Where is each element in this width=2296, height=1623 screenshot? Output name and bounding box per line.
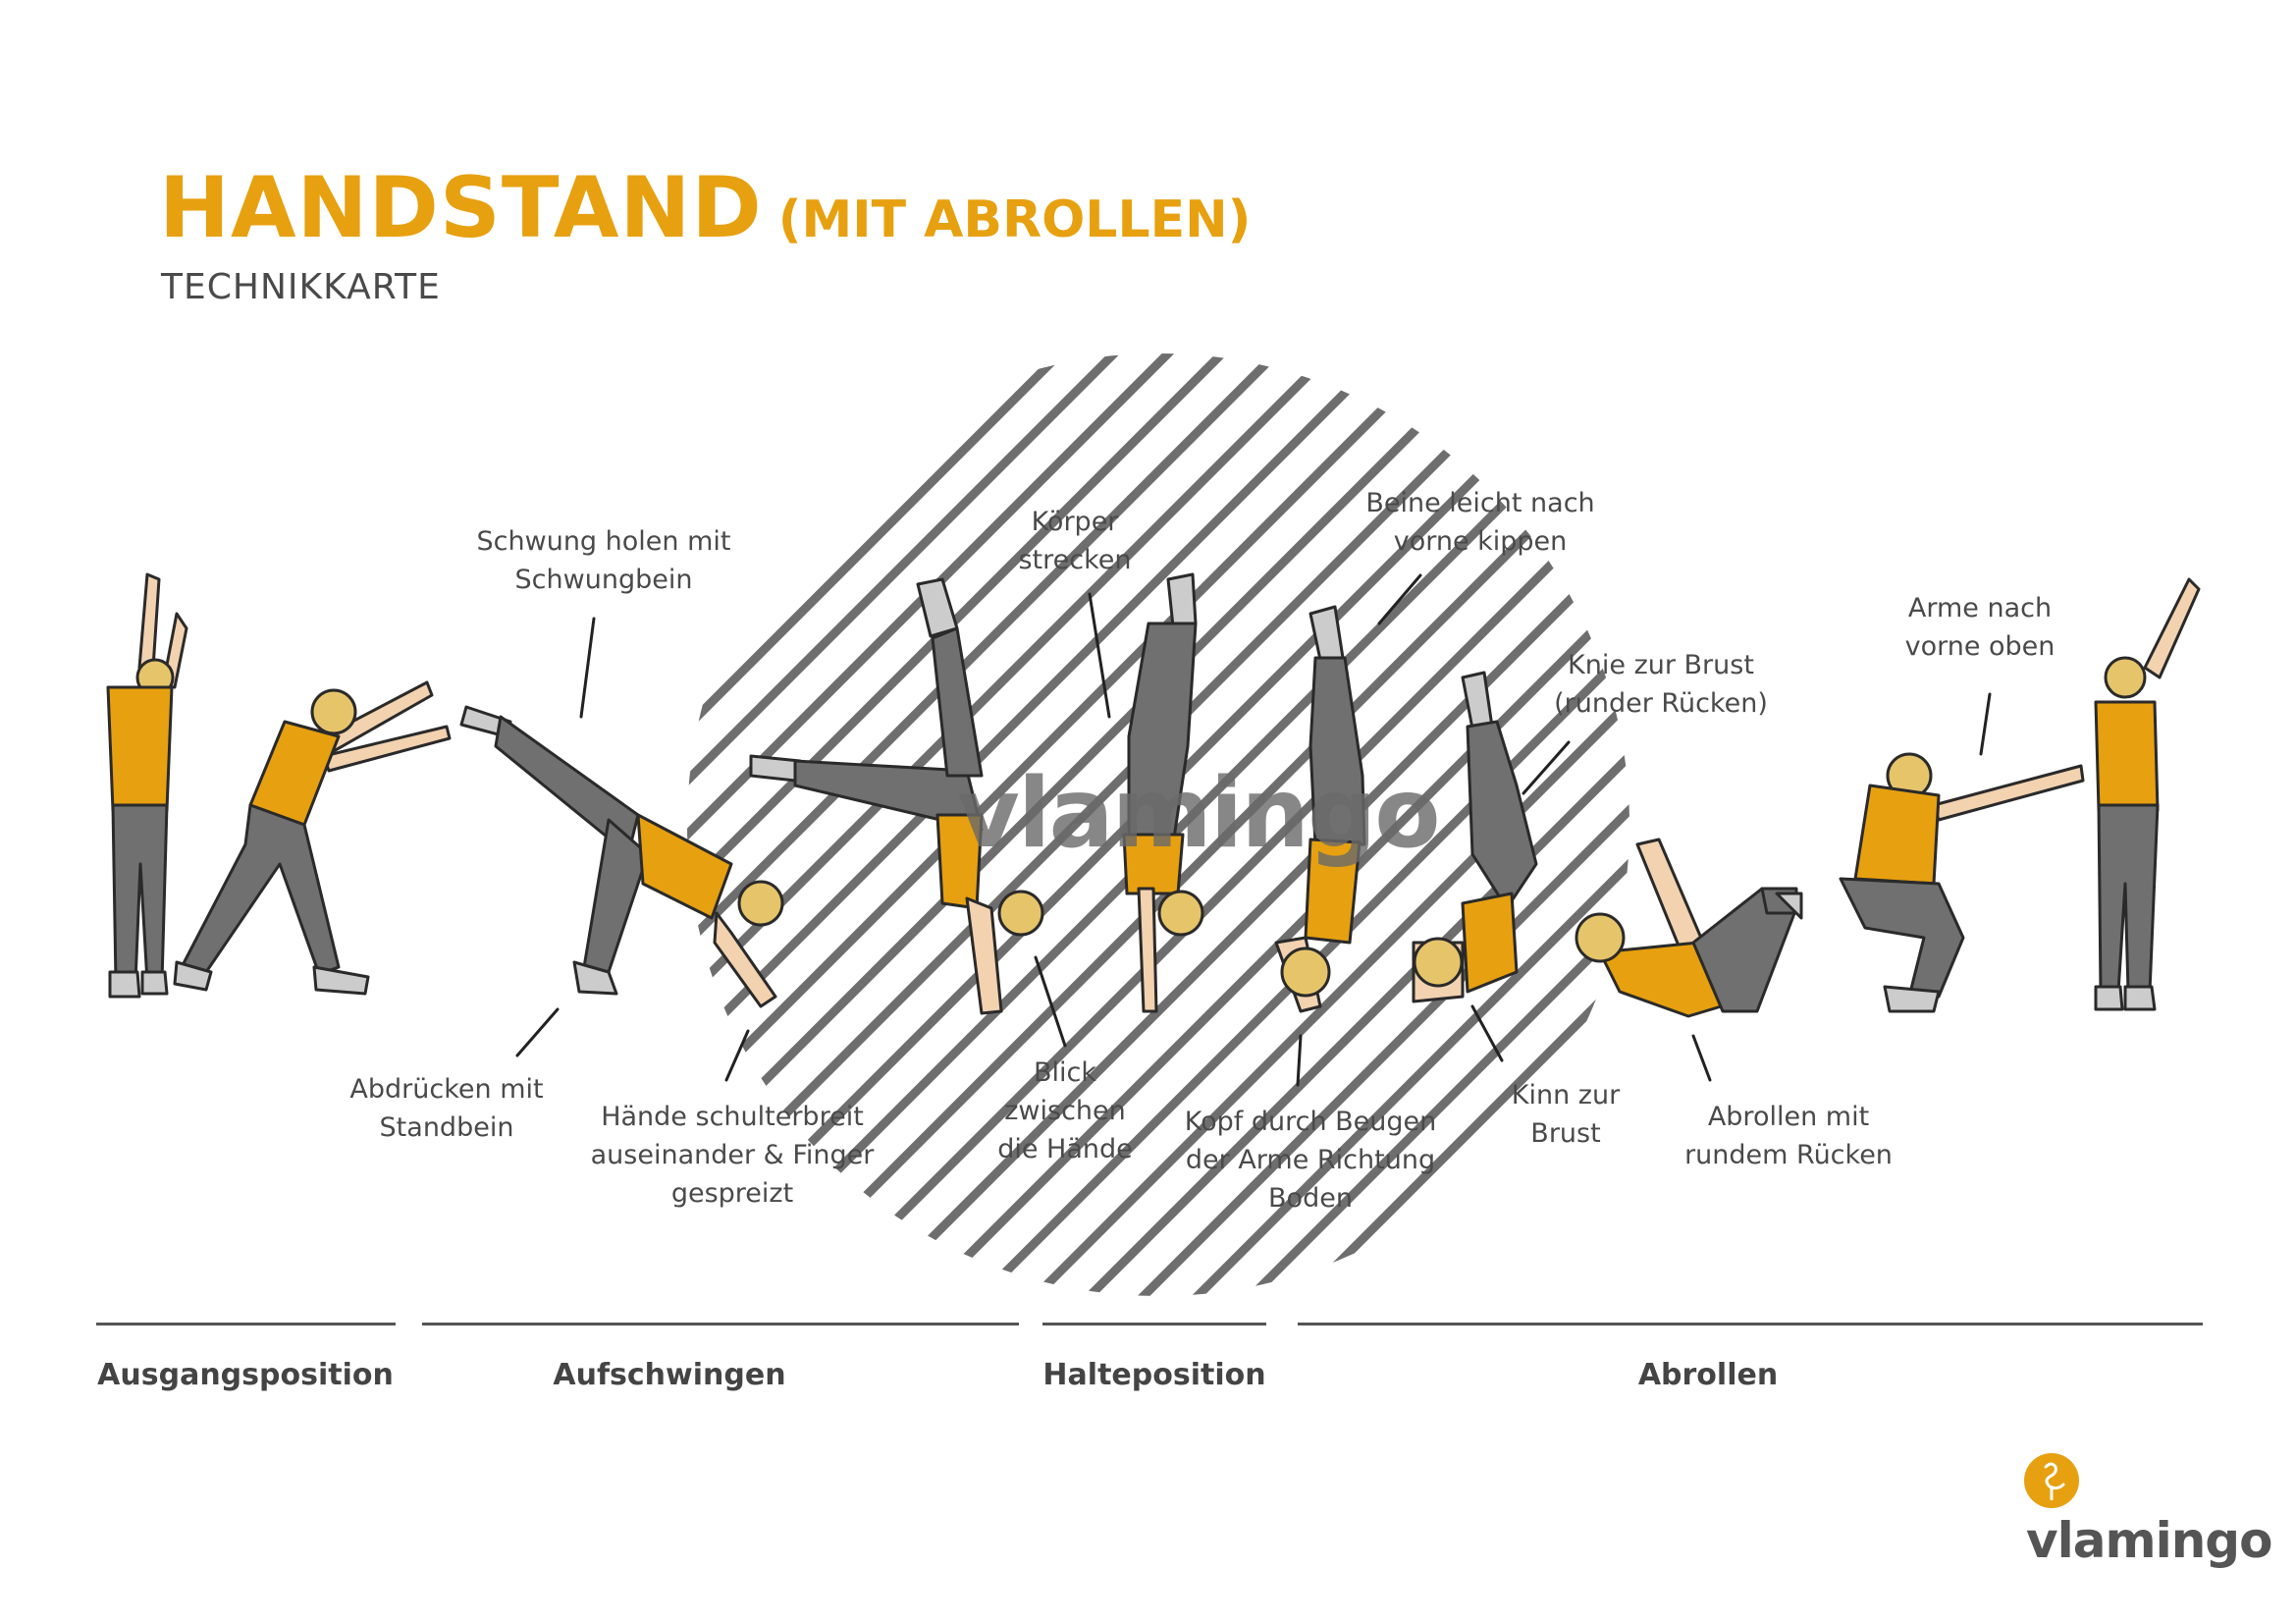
figure-4-kick-up: [749, 577, 1044, 1015]
label-blick: Blick zwischen die Hände: [997, 1057, 1133, 1164]
label-knie: Knie zur Brust (runder Rücken): [1554, 650, 1768, 719]
page-subtitle: TECHNIKKARTE: [161, 267, 441, 307]
watermark-text: vlamingo: [957, 758, 1441, 870]
figure-9-squat: [1839, 752, 2085, 1013]
phase-line-aufschwingen: [422, 1323, 1019, 1325]
label-abdruecken: Abdrücken mit Standbein: [349, 1074, 544, 1143]
figure-5-handstand: [1122, 572, 1204, 1013]
phase-label-halteposition: Halteposition: [1042, 1358, 1266, 1392]
page-title: HANDSTAND(MIT ABROLLEN): [159, 159, 1251, 257]
phase-label-aufschwingen: Aufschwingen: [553, 1358, 786, 1392]
figure-7-roll-start: [1412, 671, 1538, 1003]
hatched-circle: [687, 353, 1629, 1296]
figure-10-finish: [2094, 577, 2201, 1011]
label-beine: Beine leicht nach vorne kippen: [1365, 488, 1595, 557]
figure-8-rolling: [1575, 838, 1803, 1018]
phase-line-abrollen: [1298, 1323, 2203, 1325]
title-suffix: (MIT ABROLLEN): [777, 190, 1252, 249]
label-haende: Hände schulterbreit auseinander & Finger…: [590, 1102, 875, 1209]
label-schwung: Schwung holen mit Schwungbein: [476, 526, 731, 595]
figure-2-lunge: [173, 680, 452, 996]
label-koerper: Körper strecken: [1018, 507, 1132, 575]
figure-1-start-pose: [106, 572, 188, 999]
title-main: HANDSTAND: [159, 159, 763, 257]
figure-6-handstand-tilt: [1274, 605, 1366, 1013]
figure-3-swing: [459, 705, 784, 1008]
phase-line-ausgangsposition: [96, 1323, 396, 1325]
label-arme: Arme nach vorne oben: [1904, 593, 2056, 662]
logo-text: vlamingo: [2026, 1512, 2272, 1569]
phase-label-abrollen: Abrollen: [1637, 1358, 1779, 1392]
label-kinn: Kinn zur Brust: [1511, 1080, 1621, 1149]
phase-line-halteposition: [1042, 1323, 1266, 1325]
flamingo-icon: [2024, 1453, 2079, 1508]
label-abrollen: Abrollen mit rundem Rücken: [1684, 1102, 1893, 1170]
phase-label-ausgangsposition: Ausgangsposition: [97, 1358, 394, 1392]
pointer-lines: [515, 573, 1992, 1087]
label-kopf: Kopf durch Beugen der Arme Richtung Bode…: [1184, 1107, 1437, 1214]
